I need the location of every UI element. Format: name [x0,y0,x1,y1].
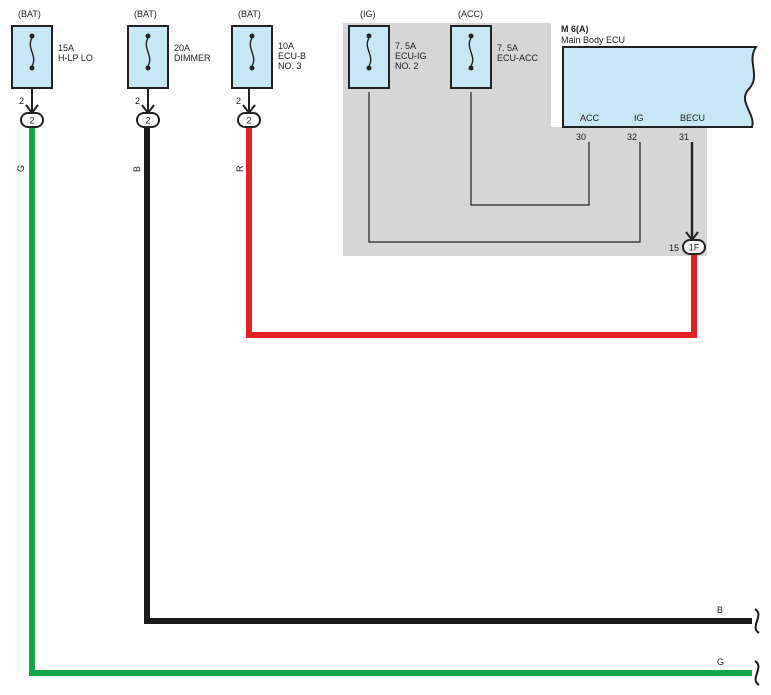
fuse-name: ECU-B [278,51,306,61]
fuse-pin-number: 2 [135,96,140,106]
fuse-source-label: (BAT) [238,9,261,19]
ecu-terminal-pin: 31 [679,132,689,142]
fuse-rating: 7. 5A [497,43,518,53]
ecu-terminal-name: BECU [680,113,705,123]
ecu-terminal-name: ACC [580,113,600,123]
wire-black [144,127,752,624]
fuse-pin-number: 2 [236,96,241,106]
ecu-terminal-pin: 30 [576,132,586,142]
fuse-rating: 20A [174,43,190,53]
fuse-element-icon [29,33,35,71]
fuse-source-label: (BAT) [134,9,157,19]
fuse-source-label: (BAT) [18,9,41,19]
wire-break-green-icon [754,660,760,686]
wire-color-code: R [235,165,245,172]
ecu-terminal-pin: 32 [627,132,637,142]
connector-oval [136,112,160,128]
junction-connector-label: 1F [689,243,700,253]
connector-oval [237,112,261,128]
wire-color-code: G [16,165,26,172]
ecu-name: Main Body ECU [561,35,625,45]
ecu-code: M 6(A) [561,24,589,34]
wire-ecu-acc-internal [470,92,590,206]
fuse-name: H-LP LO [58,53,93,63]
wire-end-color-code: G [717,657,724,667]
fuse-name-line2: NO. 2 [395,61,419,71]
fuse-rating: 7. 5A [395,41,416,51]
ecu-box [562,46,758,128]
connector-label: 2 [29,116,34,126]
fuse-element-icon [145,33,151,71]
connector-label: 2 [246,116,251,126]
fuse-source-label: (IG) [360,9,376,19]
junction-pin-number: 15 [669,243,679,253]
fuse-pin-number: 2 [19,96,24,106]
fuse-name: ECU-ACC [497,53,539,63]
fuse-element-icon [468,33,474,71]
fuse-name: DIMMER [174,53,211,63]
fuse-rating: 10A [278,41,294,51]
connector-label: 2 [145,116,150,126]
wire-ecu-ig-internal [368,92,641,243]
junction-block-area [343,23,707,256]
fuse-name: ECU-IG [395,51,427,61]
junction-connector-oval [682,239,706,255]
fuse-name-line2: NO. 3 [278,61,302,71]
fuse-element-icon [249,33,255,71]
wire-break-black-icon [754,608,760,634]
wire-color-code: B [132,166,142,172]
wire-green [29,127,752,676]
fuse-element-icon [366,33,372,71]
wire-end-color-code: B [717,605,723,615]
wire-red [246,127,697,338]
fuse-source-label: (ACC) [458,9,483,19]
ecu-terminal-name: IG [634,113,644,123]
connector-oval [20,112,44,128]
fuse-rating: 15A [58,43,74,53]
